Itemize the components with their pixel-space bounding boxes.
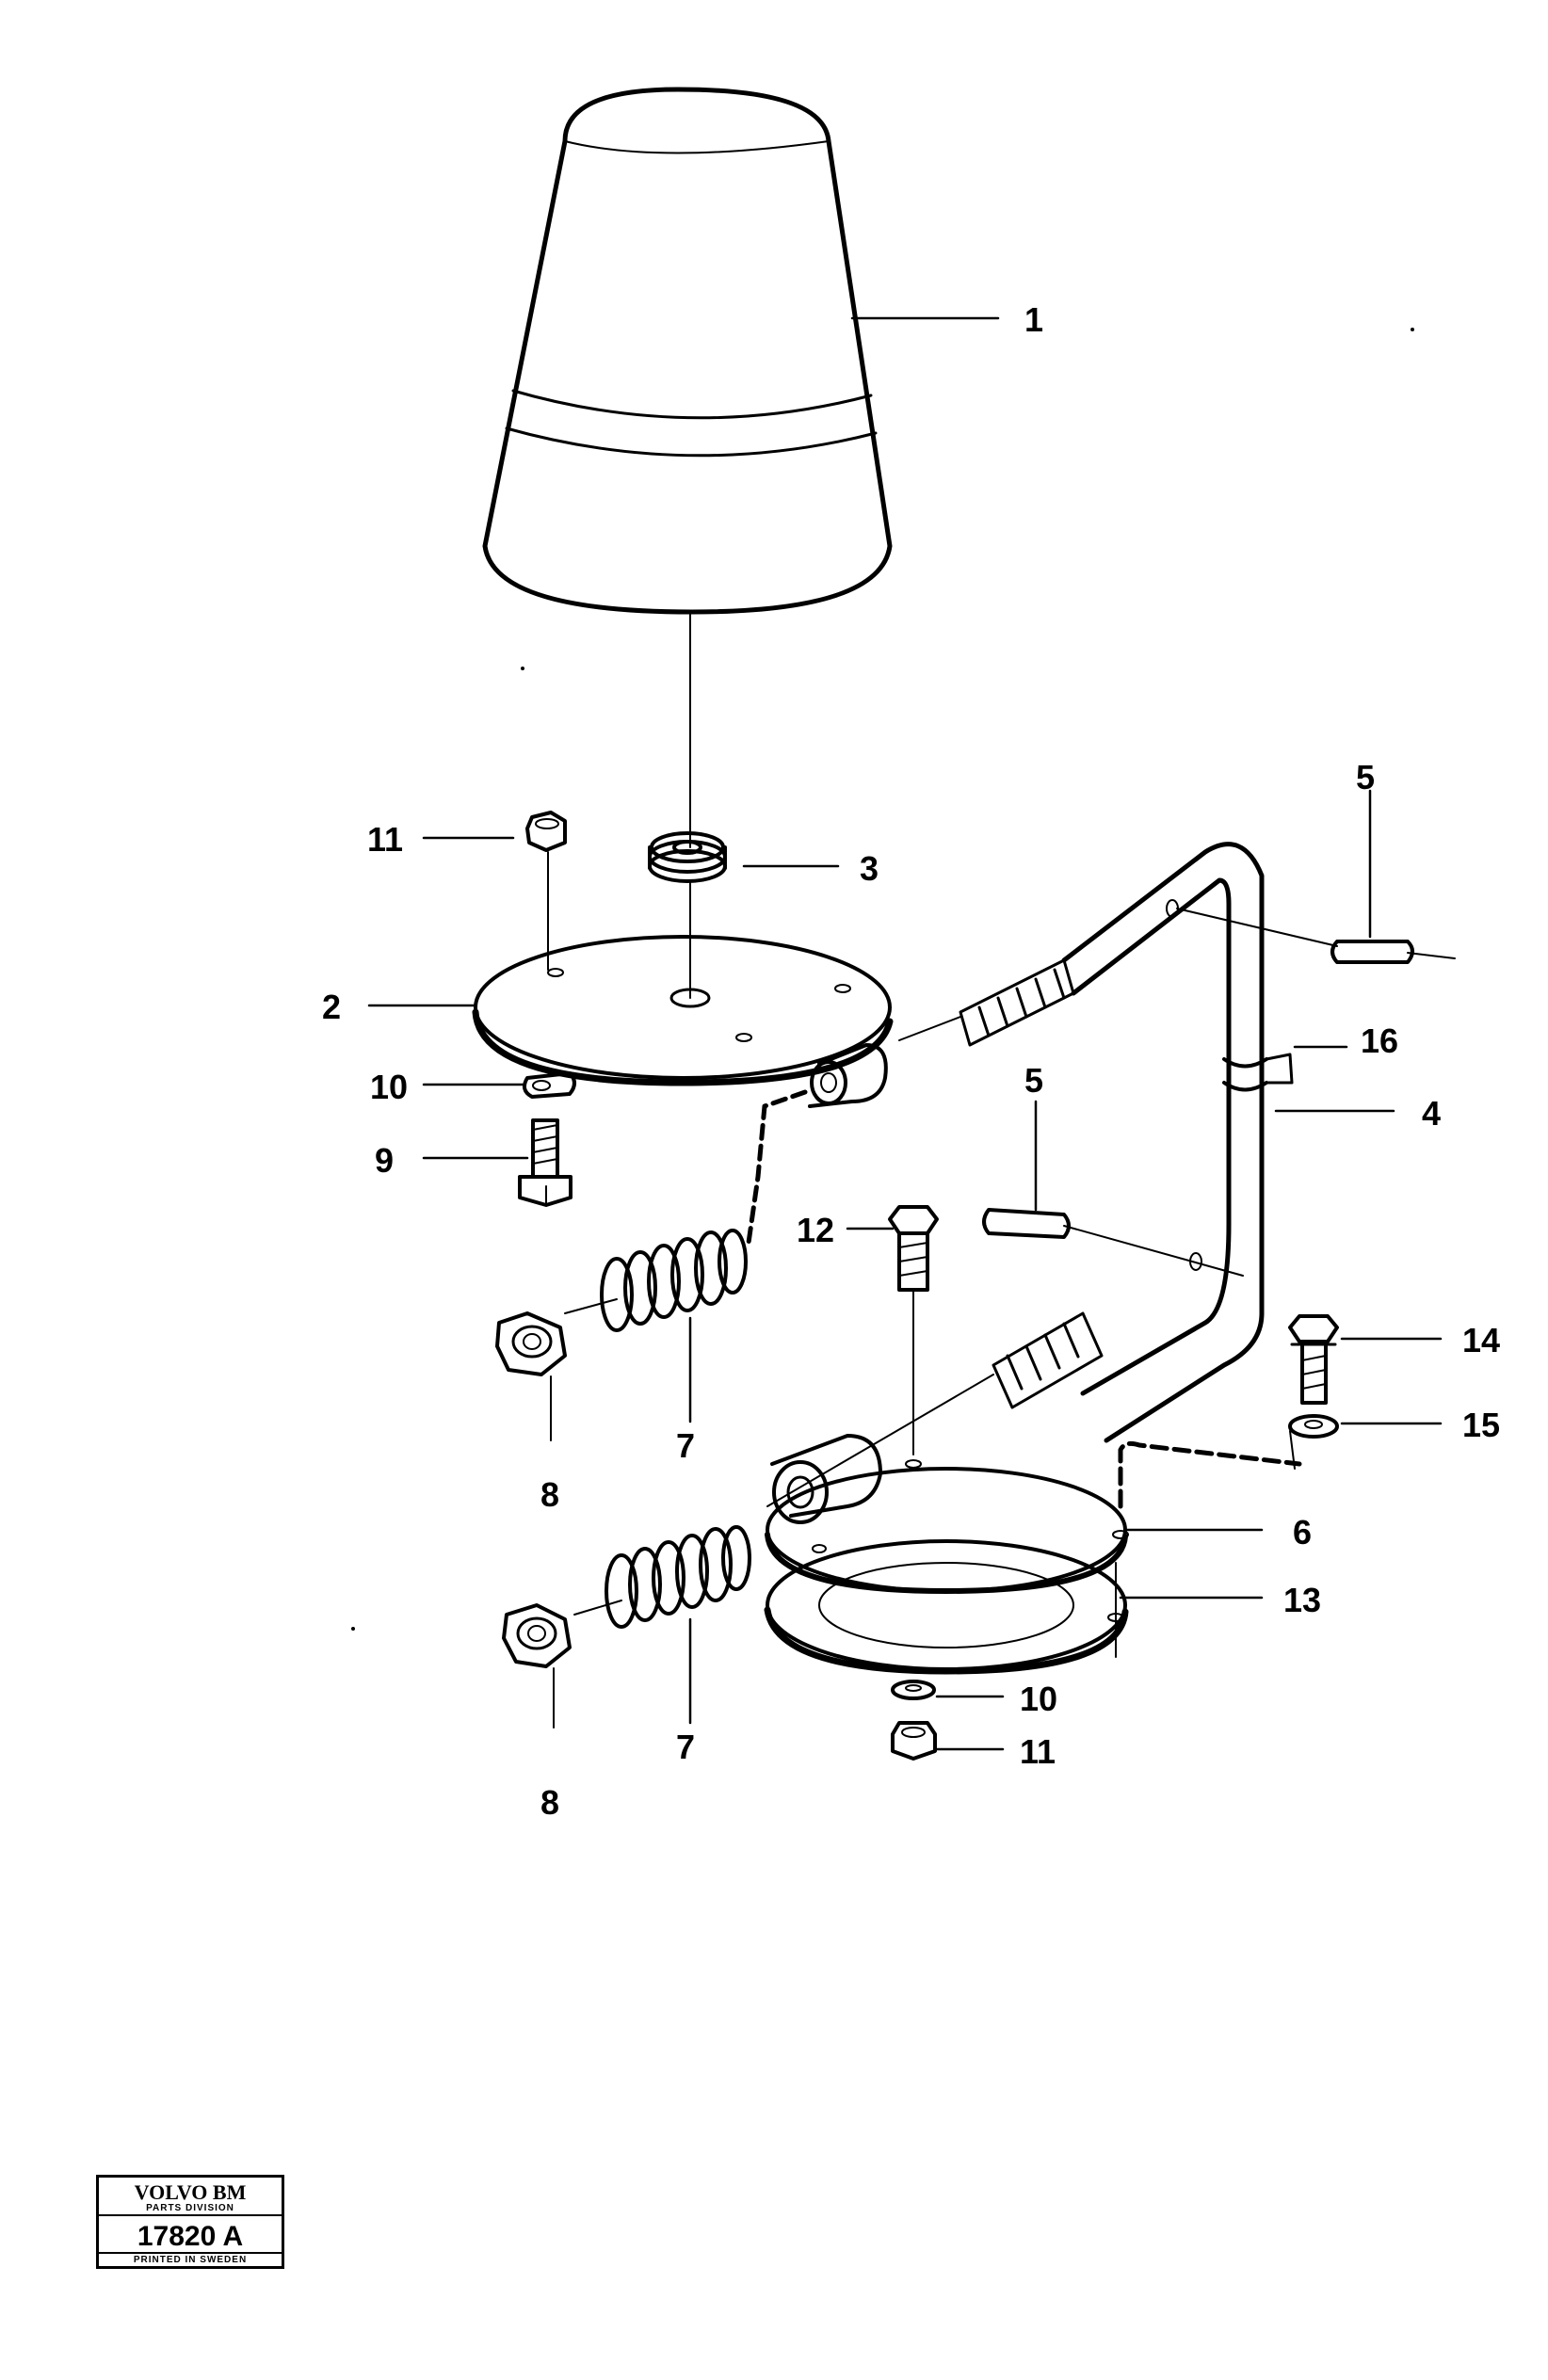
callout-5-lower: 5 [1024, 1061, 1044, 1100]
leader-lines [367, 316, 1443, 1751]
callout-7-upper: 7 [676, 1426, 696, 1465]
pin-lower [982, 1208, 1244, 1277]
bracket-tube [766, 842, 1294, 1507]
washer-lower [891, 1680, 936, 1700]
callout-8-upper: 8 [540, 1475, 560, 1514]
callout-13: 13 [1283, 1581, 1322, 1619]
locknut-upper [495, 1311, 567, 1441]
parts-stamp: VOLVO BM PARTS DIVISION 17820 A PRINTED … [96, 2175, 284, 2269]
washer-15 [1288, 1414, 1339, 1470]
bolt-flange-14 [1288, 1314, 1339, 1405]
callout-12: 12 [797, 1211, 835, 1249]
callout-1: 1 [1024, 300, 1044, 339]
bolt-hex-12 [888, 1205, 939, 1455]
callout-3: 3 [860, 849, 879, 888]
bolt-screw [518, 1118, 572, 1207]
callout-11-upper: 11 [367, 820, 404, 859]
callout-5-upper: 5 [1356, 758, 1376, 796]
callout-14: 14 [1462, 1321, 1501, 1359]
callout-4: 4 [1422, 1094, 1442, 1133]
nut-lower [891, 1721, 937, 1761]
callout-10-upper: 10 [370, 1068, 409, 1106]
stamp-footer: PRINTED IN SWEDEN [99, 2252, 282, 2265]
stamp-division: PARTS DIVISION [99, 2203, 282, 2216]
locknut-lower [502, 1603, 572, 1729]
callout-15: 15 [1462, 1406, 1501, 1444]
grommet [648, 831, 727, 999]
callout-9: 9 [375, 1141, 395, 1180]
upper-mounting-plate [472, 935, 894, 1246]
callout-16: 16 [1361, 1021, 1399, 1060]
spring-lower [573, 1525, 751, 1629]
washer-upper [522, 1071, 576, 1099]
spring-upper [564, 1229, 748, 1332]
callout-10-lower: 10 [1020, 1680, 1058, 1718]
beacon-dome [482, 87, 893, 848]
callout-7-lower: 7 [676, 1728, 696, 1766]
lower-mounting-plate [765, 1434, 1302, 1594]
pin-upper [1176, 908, 1456, 964]
callout-6: 6 [1293, 1513, 1313, 1552]
stamp-drawing-number: 17820 A [137, 2221, 244, 2252]
stamp-brand: VOLVO BM [134, 2180, 247, 2204]
nut-upper [525, 811, 567, 971]
callout-8-lower: 8 [540, 1783, 560, 1822]
callout-11-lower: 11 [1020, 1732, 1056, 1771]
gasket-ring [764, 1539, 1129, 1675]
callout-2: 2 [322, 988, 342, 1026]
